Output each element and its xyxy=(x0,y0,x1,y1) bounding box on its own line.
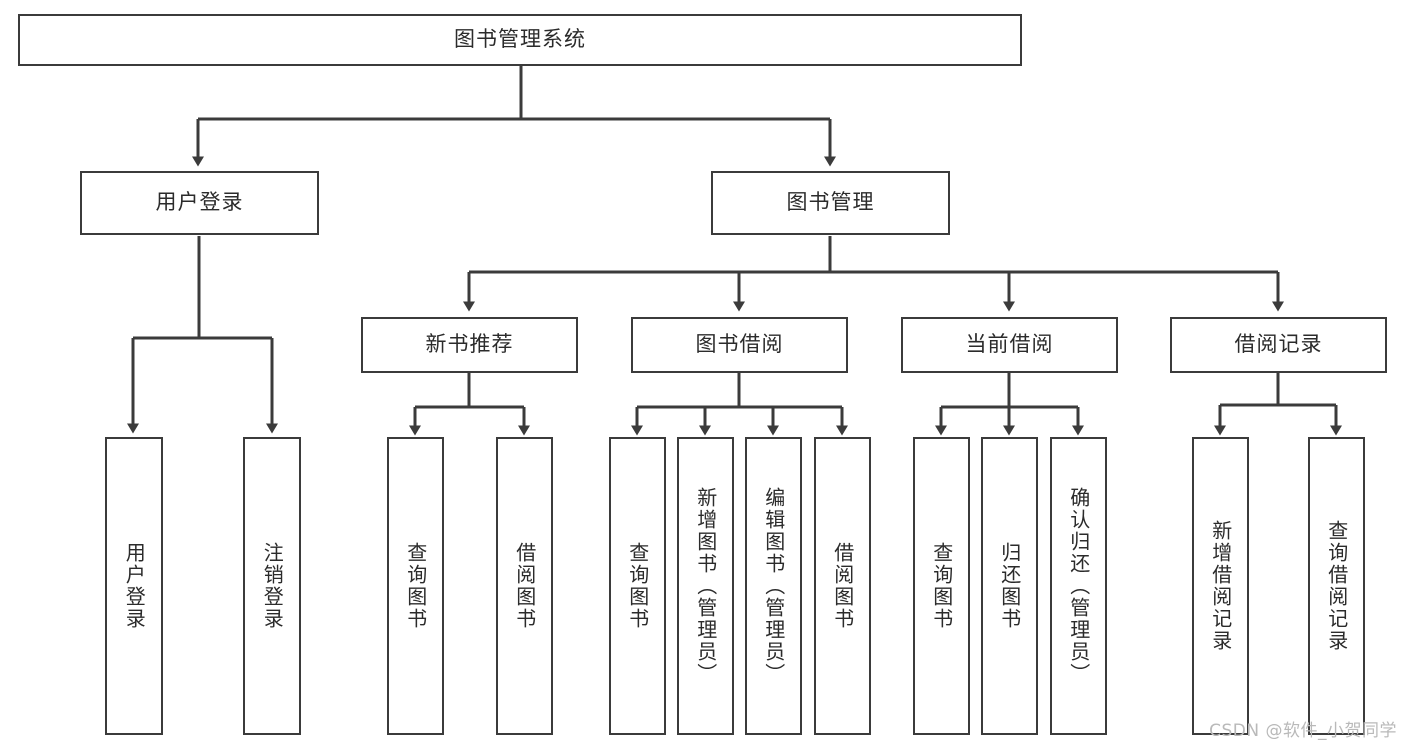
leaf-current-borrow-1[interactable]: 查询图书 xyxy=(913,437,970,735)
leaf-book-borrow-3-label: 编辑图书（管理员） xyxy=(761,487,786,685)
node-new-book-label: 新书推荐 xyxy=(425,332,514,357)
node-current-borrow[interactable]: 当前借阅 xyxy=(901,317,1118,373)
leaf-user-login-2[interactable]: 注销登录 xyxy=(243,437,301,735)
node-root[interactable]: 图书管理系统 xyxy=(18,14,1022,66)
node-book-borrow[interactable]: 图书借阅 xyxy=(631,317,848,373)
leaf-current-borrow-3-label: 确认归还（管理员） xyxy=(1066,487,1091,685)
leaf-current-borrow-3[interactable]: 确认归还（管理员） xyxy=(1050,437,1107,735)
leaf-book-borrow-2-label: 新增图书（管理员） xyxy=(693,487,718,685)
leaf-current-borrow-2-label: 归还图书 xyxy=(997,542,1022,630)
node-book-manage[interactable]: 图书管理 xyxy=(711,171,950,235)
node-book-borrow-label: 图书借阅 xyxy=(695,332,784,357)
node-borrow-record[interactable]: 借阅记录 xyxy=(1170,317,1387,373)
watermark-text: CSDN @软件_小贺同学 xyxy=(1209,721,1397,741)
leaf-current-borrow-1-label: 查询图书 xyxy=(929,542,954,630)
leaf-borrow-record-2[interactable]: 查询借阅记录 xyxy=(1308,437,1365,735)
node-borrow-record-label: 借阅记录 xyxy=(1234,332,1323,357)
node-user-login[interactable]: 用户登录 xyxy=(80,171,319,235)
node-user-login-label: 用户登录 xyxy=(155,190,244,215)
leaf-new-book-1-label: 查询图书 xyxy=(403,542,428,630)
leaf-book-borrow-4-label: 借阅图书 xyxy=(830,542,855,630)
node-new-book[interactable]: 新书推荐 xyxy=(361,317,578,373)
leaf-new-book-1[interactable]: 查询图书 xyxy=(387,437,444,735)
leaf-current-borrow-2[interactable]: 归还图书 xyxy=(981,437,1038,735)
node-root-label: 图书管理系统 xyxy=(454,27,586,52)
leaf-book-borrow-1-label: 查询图书 xyxy=(625,542,650,630)
leaf-book-borrow-3[interactable]: 编辑图书（管理员） xyxy=(745,437,802,735)
leaf-borrow-record-1[interactable]: 新增借阅记录 xyxy=(1192,437,1249,735)
leaf-book-borrow-1[interactable]: 查询图书 xyxy=(609,437,666,735)
leaf-new-book-2[interactable]: 借阅图书 xyxy=(496,437,553,735)
leaf-book-borrow-2[interactable]: 新增图书（管理员） xyxy=(677,437,734,735)
node-current-borrow-label: 当前借阅 xyxy=(965,332,1054,357)
leaf-borrow-record-1-label: 新增借阅记录 xyxy=(1208,520,1233,652)
leaf-borrow-record-2-label: 查询借阅记录 xyxy=(1324,520,1349,652)
leaf-book-borrow-4[interactable]: 借阅图书 xyxy=(814,437,871,735)
node-book-manage-label: 图书管理 xyxy=(786,190,875,215)
leaf-user-login-1[interactable]: 用户登录 xyxy=(105,437,163,735)
leaf-new-book-2-label: 借阅图书 xyxy=(512,542,537,630)
leaf-user-login-1-label: 用户登录 xyxy=(122,542,147,630)
leaf-user-login-2-label: 注销登录 xyxy=(260,542,285,630)
